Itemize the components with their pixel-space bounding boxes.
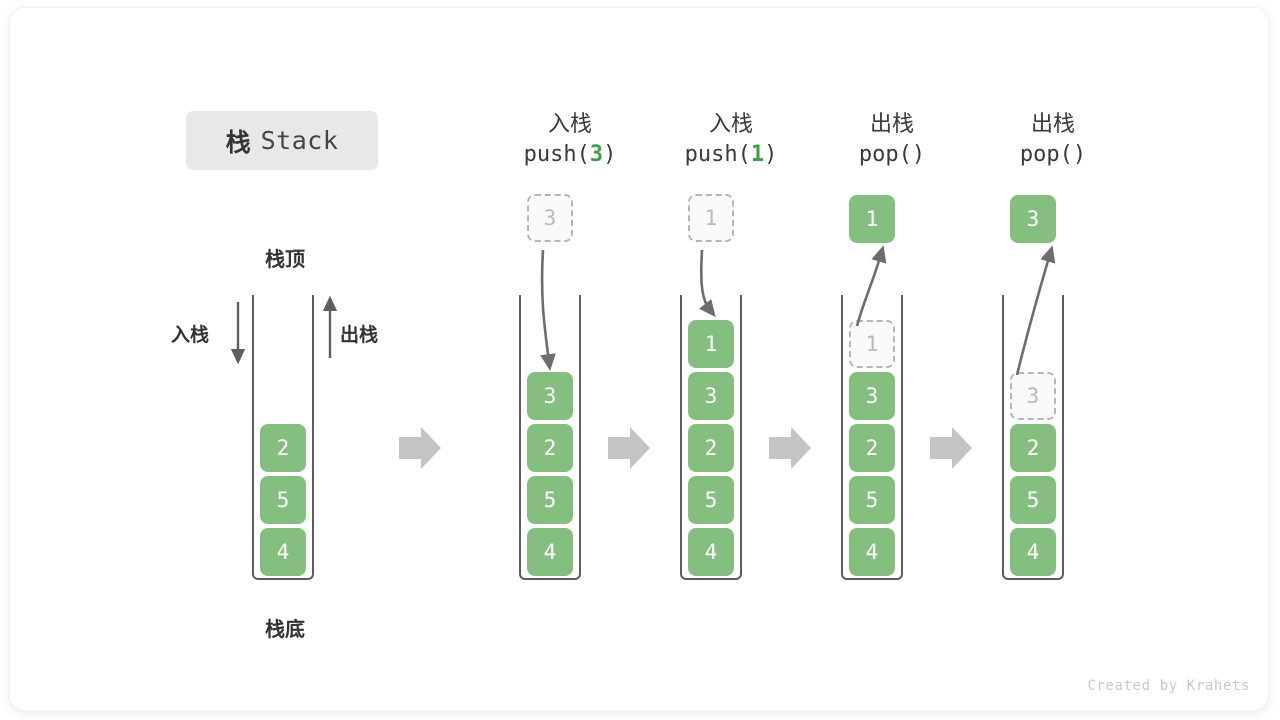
stack-bottom-label: 栈底 — [265, 619, 305, 641]
stack-item[interactable]: 1 — [849, 320, 895, 368]
column-header-push-3: 入栈 push(3) — [490, 108, 650, 170]
stack-item[interactable]: 2 — [260, 424, 306, 472]
stack-item[interactable]: 2 — [527, 424, 573, 472]
stack-item[interactable]: 3 — [688, 372, 734, 420]
popped-item[interactable]: 3 — [1010, 195, 1056, 243]
title-cn: 栈 — [225, 128, 251, 157]
code-prefix: pop( — [858, 142, 912, 168]
stack-item[interactable]: 2 — [849, 424, 895, 472]
stack-item[interactable]: 5 — [688, 476, 734, 524]
code-suffix: ) — [1072, 142, 1087, 168]
column-header-pop-2: 出栈 pop() — [973, 108, 1133, 170]
stack-item[interactable]: 2 — [1010, 424, 1056, 472]
stack-container — [252, 295, 314, 580]
stack-container — [841, 295, 903, 580]
popped-item[interactable]: 1 — [849, 195, 895, 243]
column-header-push-1: 入栈 push(1) — [651, 108, 811, 170]
title-badge: 栈 Stack — [186, 111, 378, 170]
column-header-cn: 入栈 — [547, 111, 592, 136]
stack-item[interactable]: 5 — [849, 476, 895, 524]
column-header-code: push(1) — [651, 139, 811, 170]
push-side-label: 入栈 — [171, 325, 210, 346]
code-prefix: push( — [684, 142, 751, 168]
stack-item[interactable]: 4 — [849, 528, 895, 576]
stack-item[interactable]: 2 — [688, 424, 734, 472]
column-header-cn: 出栈 — [1030, 111, 1075, 136]
column-header-code: push(3) — [490, 139, 650, 170]
stack-item[interactable]: 1 — [688, 320, 734, 368]
incoming-item[interactable]: 3 — [527, 194, 573, 242]
pop-side-label: 出栈 — [340, 325, 379, 346]
stack-container — [519, 295, 581, 580]
stack-item[interactable]: 3 — [1010, 372, 1056, 420]
code-suffix: ) — [764, 142, 778, 168]
column-header-code: pop() — [973, 139, 1133, 170]
stack-item[interactable]: 3 — [527, 372, 573, 420]
stack-item[interactable]: 4 — [1010, 528, 1056, 576]
code-prefix: pop( — [1019, 142, 1073, 168]
credit-text: Created by Krahets — [1087, 678, 1250, 694]
stack-container — [680, 295, 742, 580]
stack-item[interactable]: 4 — [260, 528, 306, 576]
stack-item[interactable]: 4 — [688, 528, 734, 576]
stack-item[interactable]: 5 — [527, 476, 573, 524]
code-arg: 3 — [589, 142, 604, 168]
stack-item[interactable]: 5 — [1010, 476, 1056, 524]
stack-item[interactable]: 3 — [849, 372, 895, 420]
column-header-cn: 出栈 — [869, 111, 914, 136]
stack-top-label: 栈顶 — [265, 249, 305, 271]
stack-item[interactable]: 5 — [260, 476, 306, 524]
code-prefix: push( — [523, 142, 590, 168]
column-header-pop-1: 出栈 pop() — [812, 108, 972, 170]
stack-item[interactable]: 4 — [527, 528, 573, 576]
incoming-item[interactable]: 1 — [688, 194, 734, 242]
column-header-code: pop() — [812, 139, 972, 170]
title-en: Stack — [260, 126, 339, 155]
code-arg: 1 — [750, 142, 765, 168]
column-header-cn: 入栈 — [708, 111, 753, 136]
code-suffix: ) — [603, 142, 617, 168]
stack-container — [1002, 295, 1064, 580]
code-suffix: ) — [911, 142, 926, 168]
